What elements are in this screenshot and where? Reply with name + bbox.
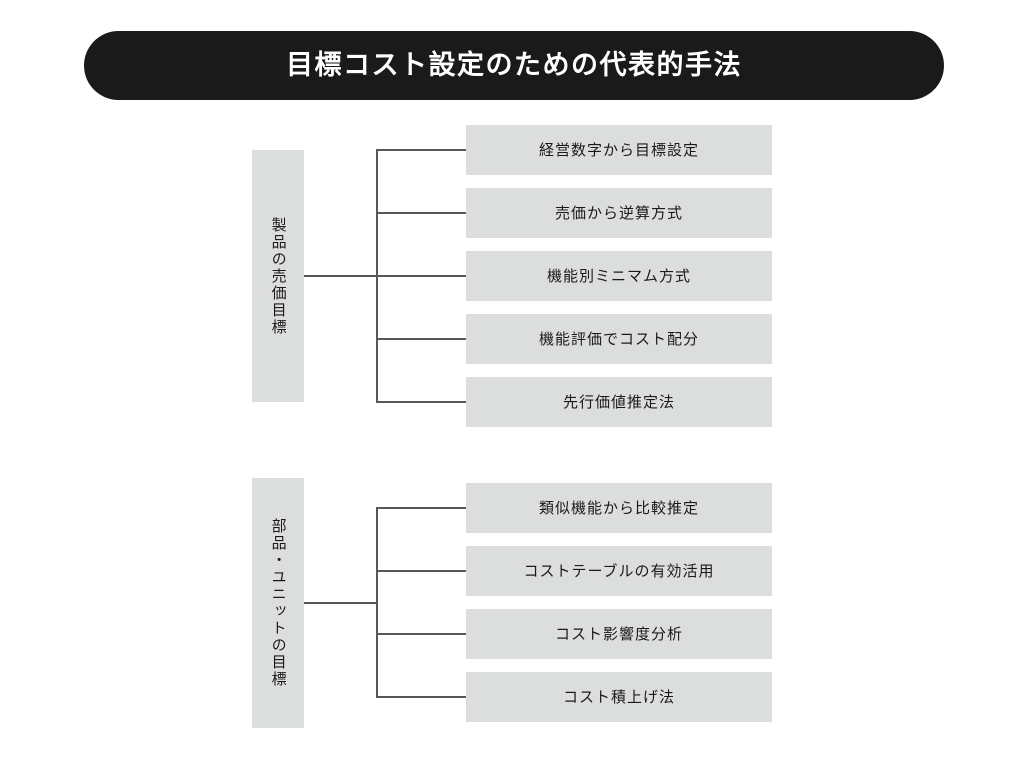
- item-box[interactable]: 機能評価でコスト配分: [466, 314, 772, 364]
- item-box[interactable]: コスト影響度分析: [466, 609, 772, 659]
- connector-stem-2: [304, 602, 378, 604]
- connector-branch-2-3: [376, 633, 466, 635]
- item-box[interactable]: コスト積上げ法: [466, 672, 772, 722]
- item-label: コストテーブルの有効活用: [523, 561, 715, 580]
- connector-branch-2-4: [376, 696, 466, 698]
- connector-branch-2-2: [376, 570, 466, 572]
- category-label-1: 製品の売価目標: [269, 216, 288, 336]
- item-label: 機能評価でコスト配分: [538, 329, 699, 348]
- category-label-2: 部品・ユニットの目標: [269, 518, 288, 688]
- item-label: コスト積上げ法: [562, 687, 675, 706]
- connector-branch-1-3: [376, 275, 466, 277]
- item-box[interactable]: 経営数字から目標設定: [466, 125, 772, 175]
- item-box[interactable]: 機能別ミニマム方式: [466, 251, 772, 301]
- item-label: 売価から逆算方式: [554, 203, 683, 222]
- connector-stem-1: [304, 275, 378, 277]
- item-label: コスト影響度分析: [554, 624, 683, 643]
- item-box[interactable]: 売価から逆算方式: [466, 188, 772, 238]
- page-title: 目標コスト設定のための代表的手法: [286, 50, 742, 81]
- item-label: 経営数字から目標設定: [538, 140, 699, 159]
- connector-branch-1-5: [376, 401, 466, 403]
- connector-spine-2: [376, 508, 378, 698]
- connector-branch-1-1: [376, 149, 466, 151]
- item-label: 類似機能から比較推定: [538, 498, 699, 517]
- item-box[interactable]: コストテーブルの有効活用: [466, 546, 772, 596]
- connector-branch-1-2: [376, 212, 466, 214]
- item-label: 先行価値推定法: [562, 392, 675, 411]
- connector-branch-2-1: [376, 507, 466, 509]
- category-box-1: 製品の売価目標: [252, 150, 304, 402]
- item-box[interactable]: 類似機能から比較推定: [466, 483, 772, 533]
- slide-title-banner: 目標コスト設定のための代表的手法: [84, 31, 944, 100]
- connector-branch-1-4: [376, 338, 466, 340]
- category-box-2: 部品・ユニットの目標: [252, 478, 304, 728]
- item-label: 機能別ミニマム方式: [546, 266, 691, 285]
- item-box[interactable]: 先行価値推定法: [466, 377, 772, 427]
